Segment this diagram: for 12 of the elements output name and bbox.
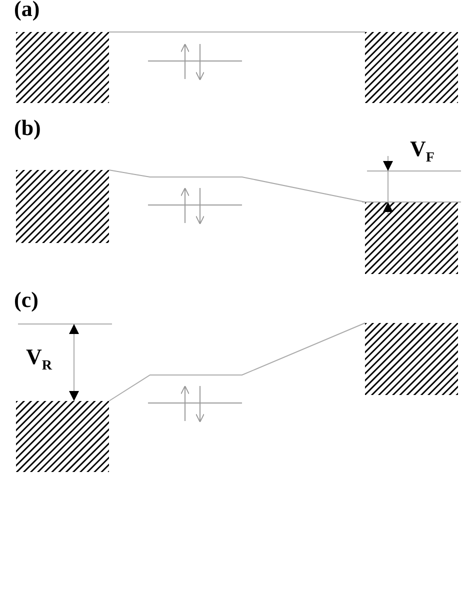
voltage-label: V$_{R}$ (26, 346, 52, 374)
electrode-block (365, 32, 458, 103)
electrode-block (365, 323, 458, 395)
electrode-block (365, 202, 458, 274)
voltage-label: V$_{F}$ (410, 138, 434, 166)
panel-label: (c) (14, 289, 38, 311)
band-edge-line (108, 170, 366, 202)
electrode-block (16, 401, 109, 472)
band-edge-line (108, 322, 366, 402)
panel-label: (b) (14, 117, 41, 139)
electrode-block (16, 32, 109, 103)
electrode-block (16, 170, 109, 243)
